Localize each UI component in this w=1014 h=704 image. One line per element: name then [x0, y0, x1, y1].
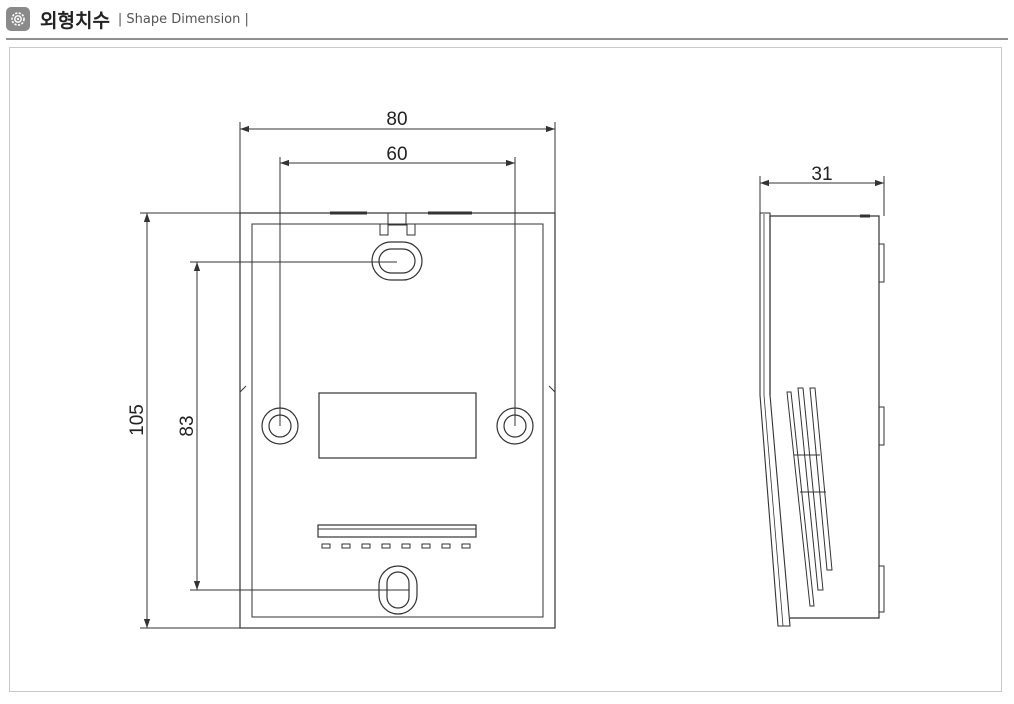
dim-label-83: 83 — [177, 415, 198, 436]
side-view — [759, 212, 885, 627]
side-body-outline — [770, 215, 880, 619]
dim-label-60: 60 — [386, 144, 407, 165]
section-subtitle: | Shape Dimension | — [117, 11, 249, 27]
terminal-strip — [317, 524, 477, 549]
side-ribs — [786, 387, 833, 607]
dim-label-105: 105 — [127, 404, 148, 436]
front-inner-frame — [251, 223, 544, 618]
dim-label-80: 80 — [386, 109, 407, 130]
label-window — [318, 392, 477, 459]
header-divider — [6, 38, 1008, 40]
top-clip — [387, 212, 407, 226]
top-mount-slot — [371, 241, 423, 281]
gear-icon — [6, 7, 30, 31]
dim-label-31: 31 — [811, 164, 832, 185]
front-dimensions — [140, 122, 556, 629]
side-dimensions — [759, 176, 885, 216]
section-title: 외형치수 — [40, 9, 110, 32]
front-view — [239, 211, 556, 629]
page-header: 외형치수 | Shape Dimension | — [6, 4, 249, 34]
drawing-panel — [9, 47, 1002, 692]
